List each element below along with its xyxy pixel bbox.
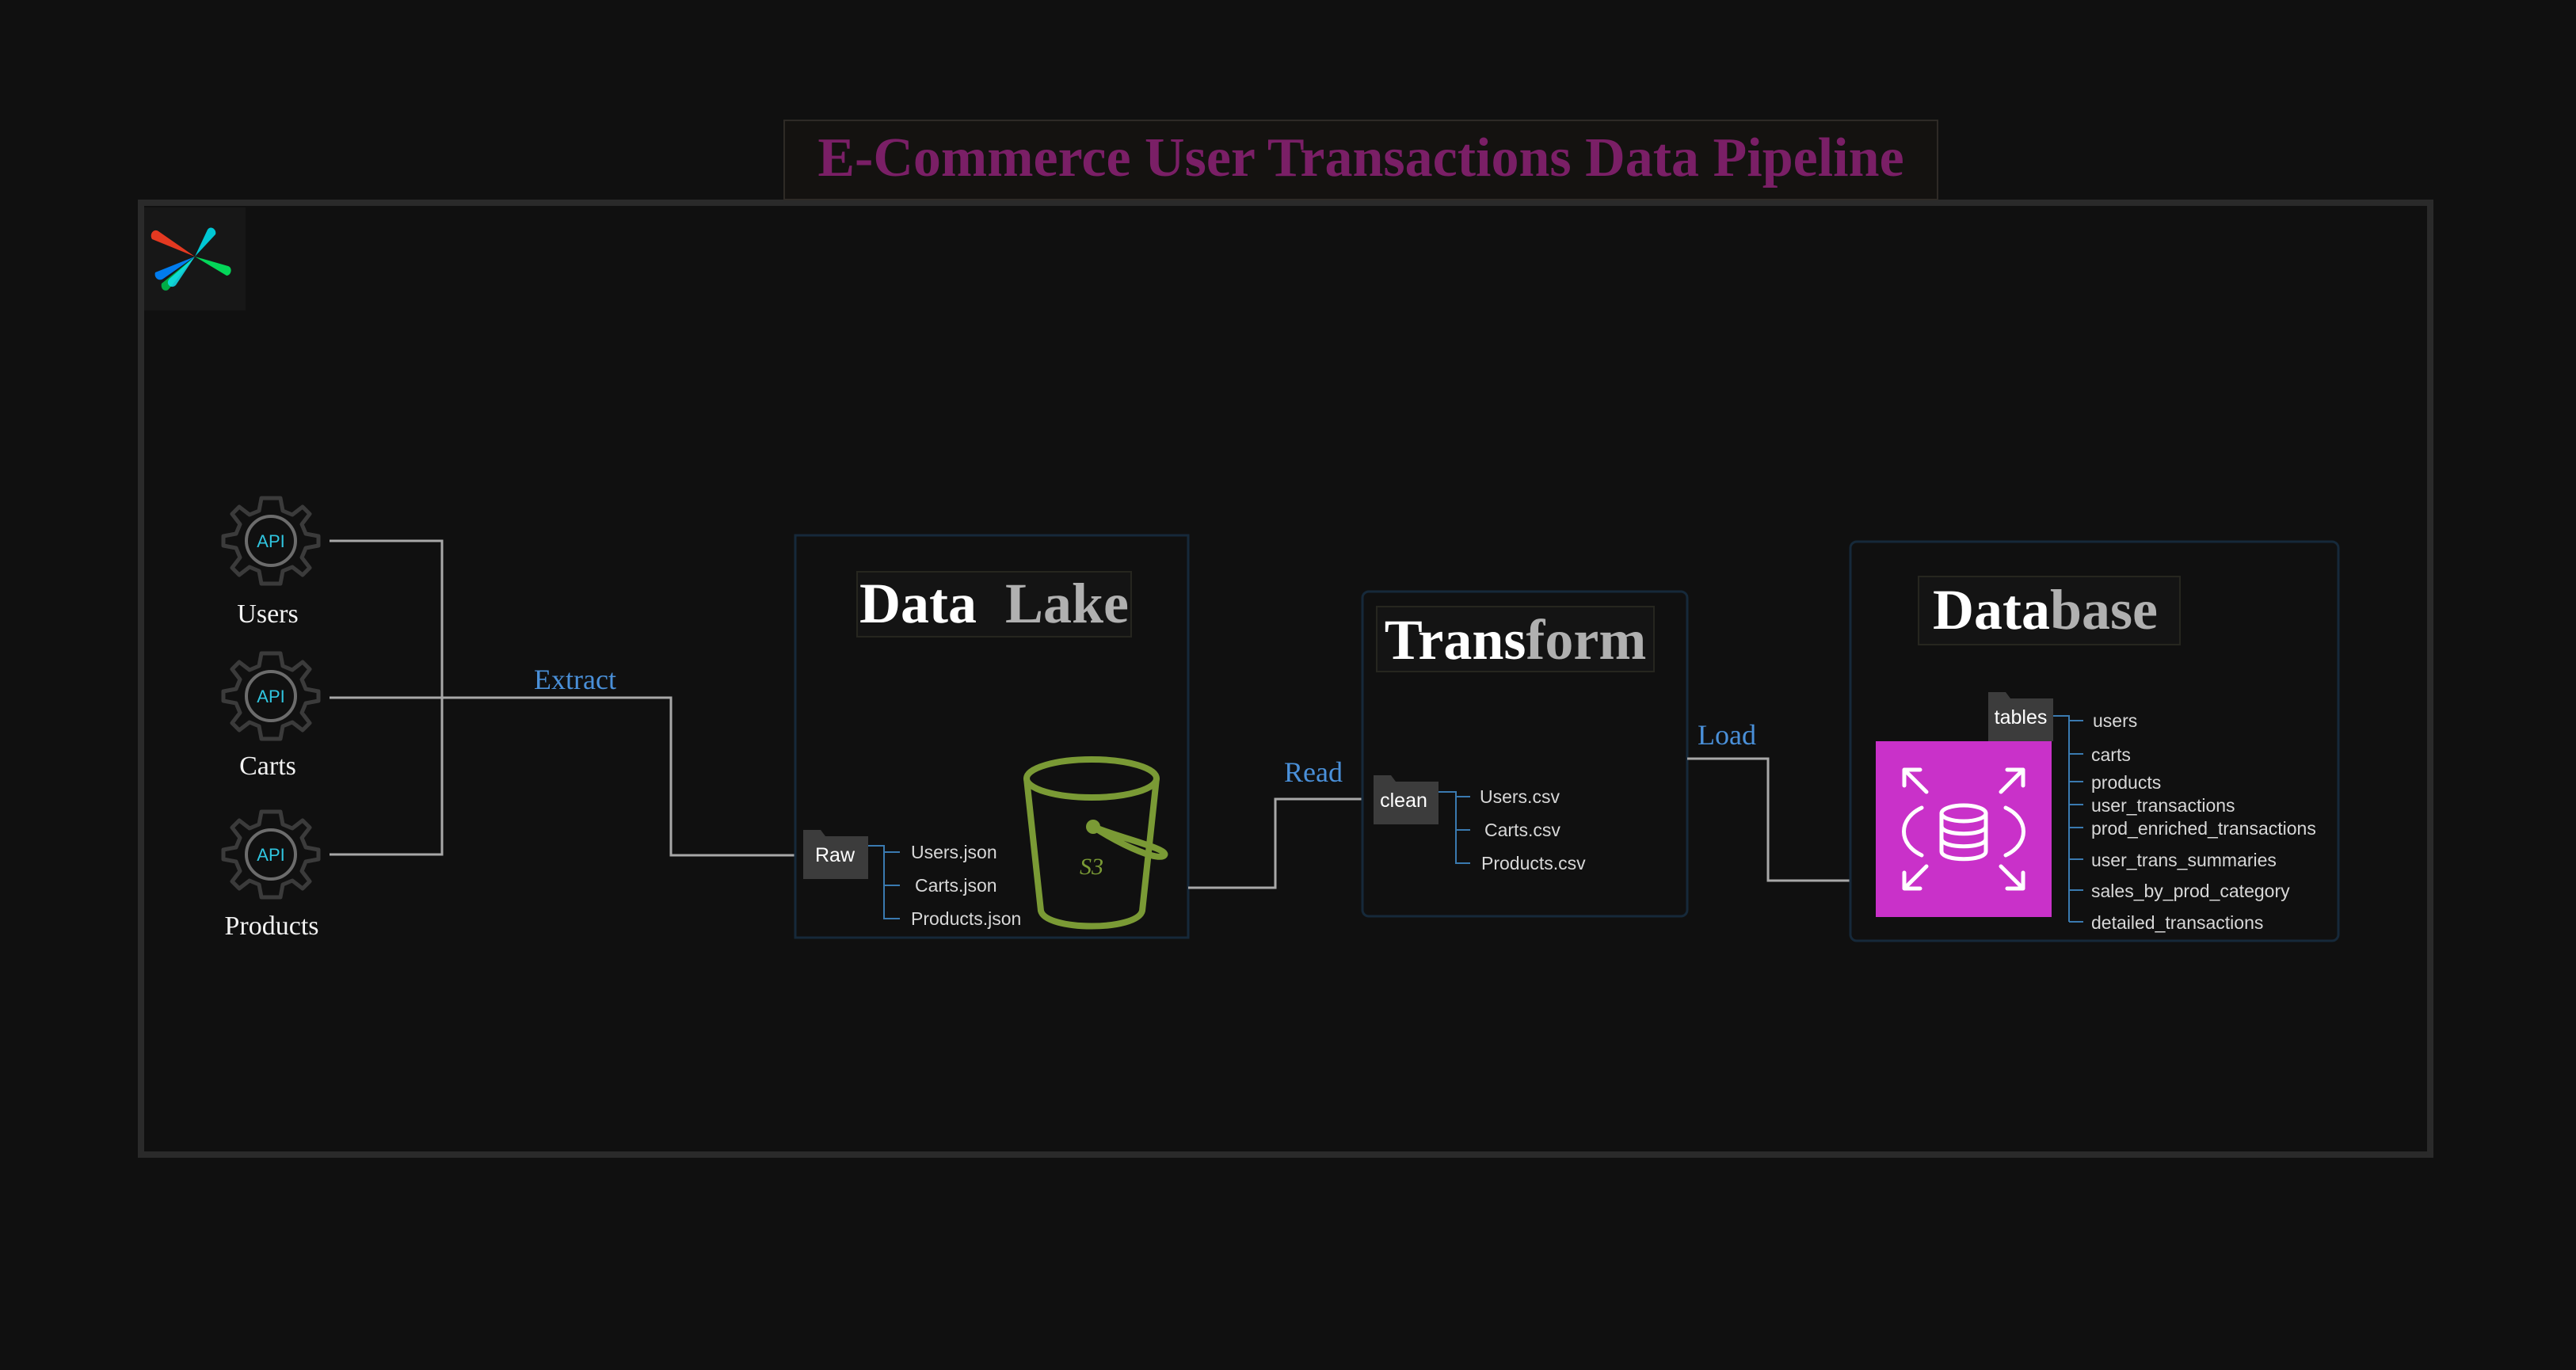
airflow-pinwheel-icon — [144, 207, 246, 310]
load-connector — [1687, 757, 1850, 882]
read-label: Read — [1284, 756, 1343, 788]
database-title-muted: base — [2050, 578, 2158, 641]
source-users: API Users — [223, 498, 318, 629]
rds-database-icon — [1876, 741, 2052, 917]
folder-icon — [1988, 692, 2053, 741]
clean-file: Users.csv — [1480, 786, 1560, 807]
raw-file-tree — [868, 845, 900, 919]
table-item: prod_enriched_transactions — [2091, 818, 2316, 839]
source-label: Products — [225, 911, 319, 941]
clean-folder-label: clean — [1380, 790, 1427, 812]
source-connectors — [330, 539, 795, 857]
table-item: detailed_transactions — [2091, 912, 2263, 933]
clean-file-tree — [1439, 791, 1470, 864]
source-products: API Products — [223, 812, 319, 941]
transform-title-muted: form — [1526, 608, 1646, 672]
folder-icon — [803, 830, 868, 879]
title-box — [783, 120, 1938, 200]
source-label: Users — [237, 599, 298, 629]
load-label: Load — [1698, 719, 1756, 751]
page-title: E-Commerce User Transactions Data Pipeli… — [817, 127, 1903, 188]
table-item: products — [2091, 772, 2161, 793]
api-label: API — [257, 845, 284, 865]
s3-bucket-icon — [1023, 756, 1168, 930]
data-lake-title-muted: Lake — [1005, 572, 1129, 635]
clean-file: Carts.csv — [1484, 820, 1560, 840]
transform-title-bold: Trans — [1385, 608, 1526, 672]
database-panel: Database tables — [1849, 540, 2340, 942]
table-item: users — [2093, 710, 2137, 731]
svg-text:Database: Database — [1933, 578, 2158, 641]
raw-file: Products.json — [911, 908, 1021, 929]
read-connector — [1188, 797, 1362, 889]
tables-tree — [2053, 715, 2083, 923]
source-carts: API Carts — [223, 653, 318, 781]
svg-text:Data Lake: Data Lake — [859, 572, 1129, 635]
api-label: API — [257, 531, 284, 551]
table-item: user_transactions — [2091, 795, 2235, 816]
table-item: user_trans_summaries — [2091, 850, 2277, 870]
transform-panel: Transform clean Users.csv Carts.csv Prod… — [1361, 590, 1689, 918]
raw-folder-label: Raw — [815, 844, 855, 866]
tables-folder-label: tables — [1995, 706, 2048, 729]
svg-text:Transform: Transform — [1385, 608, 1647, 672]
outer-frame — [138, 200, 2433, 1158]
folder-icon — [1374, 775, 1439, 824]
database-title-bold: Data — [1933, 578, 2050, 641]
table-item: carts — [2091, 744, 2131, 765]
raw-file: Carts.json — [915, 875, 997, 896]
table-item: sales_by_prod_category — [2091, 881, 2290, 901]
raw-file: Users.json — [911, 842, 997, 862]
api-label: API — [257, 687, 284, 706]
data-lake-panel: Data Lake Raw Users.json Carts.json Prod… — [794, 534, 1190, 939]
source-label: Carts — [239, 752, 296, 781]
clean-file: Products.csv — [1481, 853, 1586, 873]
data-lake-title-bold: Data — [859, 572, 977, 635]
extract-label: Extract — [534, 664, 616, 695]
s3-label: S3 — [1080, 854, 1103, 880]
